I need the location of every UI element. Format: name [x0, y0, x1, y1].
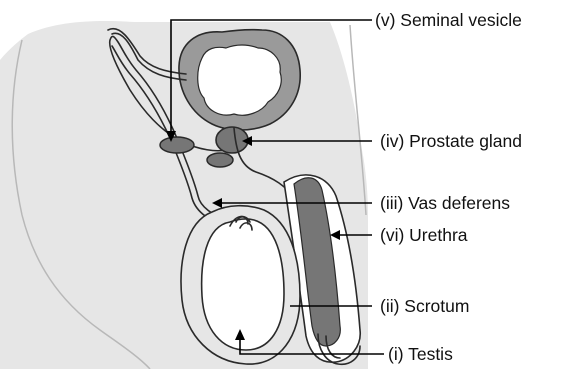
label-prostate-gland: (iv) Prostate gland [380, 131, 522, 151]
testis-shape [202, 219, 284, 350]
label-scrotum: (ii) Scrotum [380, 296, 469, 316]
label-urethra: (vi) Urethra [380, 225, 468, 245]
prostate-gland-shape [216, 127, 248, 153]
label-testis: (i) Testis [388, 344, 453, 364]
seminal-vesicle-shape-2 [207, 153, 233, 167]
label-seminal-vesicle: (v) Seminal vesicle [375, 10, 522, 30]
label-vas-deferens: (iii) Vas deferens [380, 193, 510, 213]
seminal-vesicle-shape [160, 137, 194, 153]
